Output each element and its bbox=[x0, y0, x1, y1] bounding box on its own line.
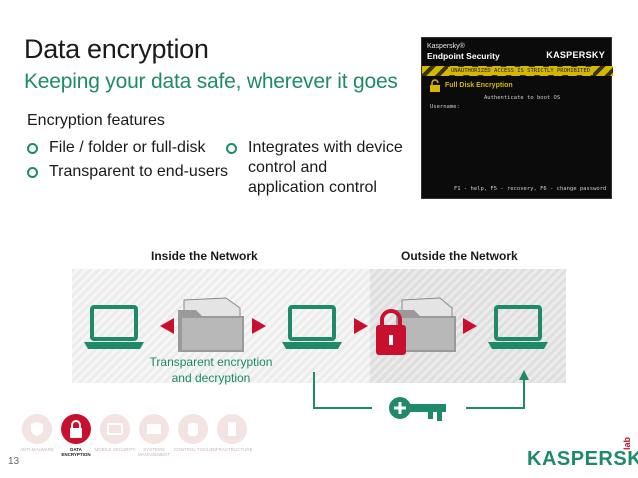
device-icon bbox=[217, 414, 247, 444]
arrow-left-icon bbox=[160, 318, 174, 334]
nav-anti-malware[interactable]: ANTI-MALWARE bbox=[20, 414, 54, 452]
feature-item: Transparent to end-users bbox=[27, 162, 229, 182]
bullet-circle-icon bbox=[27, 143, 38, 154]
laptop-icon bbox=[488, 305, 548, 349]
hand-icon bbox=[178, 414, 208, 444]
laptop-icon bbox=[84, 305, 144, 349]
features-heading: Encryption features bbox=[27, 112, 165, 129]
nav-label: INFRASTRUCTURE bbox=[211, 447, 253, 452]
shield-icon bbox=[22, 414, 52, 444]
encrypted-folder-icon bbox=[396, 297, 456, 352]
username-field[interactable]: Username: bbox=[430, 104, 460, 110]
feature-label: File / folder or full-disk bbox=[49, 139, 206, 156]
nav-data-encryption[interactable]: DATA ENCRYPTION bbox=[61, 414, 91, 457]
nav-systems-management[interactable]: SYSTEMS MANAGEMENT bbox=[138, 414, 170, 457]
arrow-right-icon bbox=[252, 318, 266, 334]
help-line: F1 - help, F5 - recovery, F6 - change pa… bbox=[454, 186, 607, 192]
screen-brand-small: Kaspersky® bbox=[427, 43, 465, 50]
key-connector-line bbox=[313, 372, 372, 409]
feature-item: File / folder or full-disk bbox=[27, 138, 206, 158]
nav-mobile-security[interactable]: MOBILE SECURITY bbox=[94, 414, 136, 452]
padlock-icon bbox=[376, 309, 406, 355]
nav-label: CONTROL TOOLS bbox=[173, 447, 213, 452]
warning-text: UNAUTHORIZED ACCESS IS STRICTLY PROHIBIT… bbox=[448, 67, 594, 75]
arrow-right-icon bbox=[463, 318, 477, 334]
nav-control-tools[interactable]: CONTROL TOOLS bbox=[174, 414, 212, 452]
caption-line: and decryption bbox=[171, 371, 251, 385]
nav-label: SYSTEMS MANAGEMENT bbox=[137, 447, 171, 457]
screen-panel-title: Full Disk Encryption bbox=[445, 82, 513, 89]
feature-item: Integrates with device control and appli… bbox=[226, 138, 408, 198]
nav-label: ANTI-MALWARE bbox=[19, 447, 54, 452]
arrow-up-icon bbox=[519, 370, 529, 380]
key-icon bbox=[389, 397, 446, 421]
server-icon bbox=[139, 414, 169, 444]
feature-label: Integrates with device control and appli… bbox=[248, 139, 403, 196]
kaspersky-lab-suffix: lab bbox=[622, 436, 632, 450]
screen-product-name: Endpoint Security bbox=[427, 51, 500, 61]
pre-boot-screen: Kaspersky® Endpoint Security KASPERSKY U… bbox=[421, 37, 613, 199]
authenticate-prompt: Authenticate to boot OS bbox=[484, 95, 561, 101]
padlock-icon bbox=[430, 79, 440, 92]
bullet-circle-icon bbox=[27, 167, 38, 178]
nav-label: DATA ENCRYPTION bbox=[61, 447, 91, 457]
caption-line: Transparent encryption bbox=[149, 355, 273, 369]
inside-network-label: Inside the Network bbox=[151, 249, 258, 263]
folder-icon bbox=[178, 297, 244, 352]
page-number: 13 bbox=[8, 456, 20, 467]
lock-icon bbox=[61, 414, 91, 444]
kaspersky-logo: KASPERSKY bbox=[527, 448, 638, 470]
outside-network-label: Outside the Network bbox=[401, 249, 518, 263]
nav-infrastructure[interactable]: INFRASTRUCTURE bbox=[211, 414, 253, 452]
diagram-caption: Transparent encryption and decryption bbox=[146, 354, 276, 386]
page-subtitle: Keeping your data safe, wherever it goes bbox=[24, 70, 398, 93]
key-connector-line bbox=[466, 378, 525, 409]
screen-logo: KASPERSKY bbox=[546, 50, 605, 60]
nav-label: MOBILE SECURITY bbox=[94, 447, 136, 452]
bullet-circle-icon bbox=[226, 143, 237, 154]
feature-label: Transparent to end-users bbox=[49, 163, 229, 180]
laptop-icon bbox=[282, 305, 342, 349]
mobile-icon bbox=[100, 414, 130, 444]
arrow-right-icon bbox=[354, 318, 368, 334]
page-title: Data encryption bbox=[24, 34, 209, 64]
